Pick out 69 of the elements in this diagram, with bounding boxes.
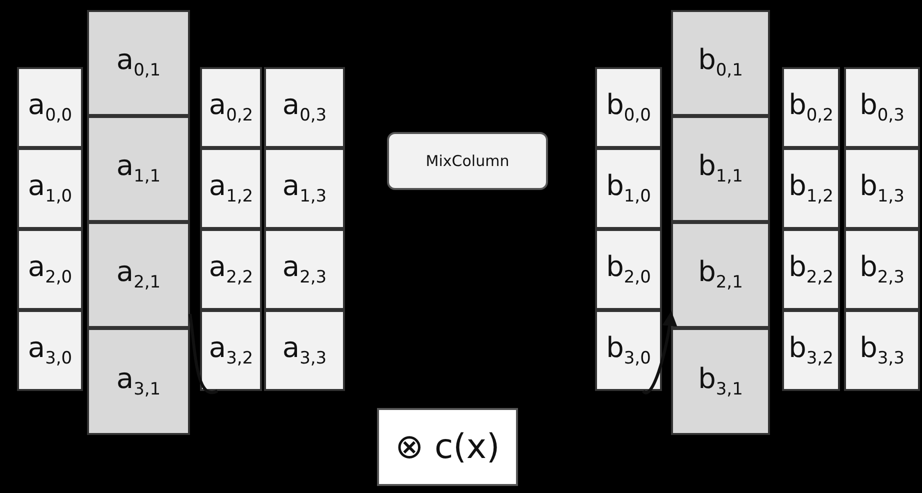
matrix-entry: b$_{1,0}$	[606, 172, 651, 206]
matrix-cell	[264, 229, 345, 310]
matrix-entry: b$_{3,3}$	[860, 334, 904, 368]
operation-label: MixColumn	[426, 152, 510, 170]
matrix-cell	[595, 310, 662, 391]
matrix-cell	[200, 310, 262, 391]
matrix-cell	[844, 148, 920, 229]
matrix-entry: b$_{0,3}$	[860, 90, 904, 124]
matrix-entry: b$_{1,1}$	[698, 152, 743, 186]
matrix-entry: b$_{1,2}$	[788, 172, 834, 206]
matrix-entry: a$_{0,0}$	[28, 90, 72, 124]
matrix-cell	[782, 229, 840, 310]
matrix-cell	[595, 67, 662, 148]
matrix-cell	[17, 310, 83, 391]
matrix-cell	[782, 148, 840, 229]
matrix-cell	[264, 67, 345, 148]
matrix-cell	[671, 116, 770, 222]
matrix-entry: a$_{0,1}$	[116, 46, 161, 80]
matrix-cell	[17, 229, 83, 310]
matrix-cell	[17, 148, 83, 229]
operation-box	[377, 408, 518, 486]
matrix-entry: b$_{2,2}$	[788, 252, 834, 286]
matrix-entry: b$_{0,2}$	[788, 90, 834, 124]
matrix-entry: a$_{3,1}$	[116, 364, 161, 398]
matrix-entry: a$_{3,3}$	[282, 334, 327, 368]
matrix-entry: a$_{0,2}$	[208, 90, 254, 124]
matrix-cell	[782, 67, 840, 148]
matrix-cell	[844, 67, 920, 148]
matrix-entry: b$_{3,1}$	[698, 364, 743, 398]
matrix-cell	[17, 67, 83, 148]
matrix-entry: a$_{0,3}$	[282, 90, 327, 124]
matrix-entry: b$_{0,1}$	[698, 46, 743, 80]
matrix-cell	[87, 116, 190, 222]
operation-label: ⊗ c(x)	[395, 427, 500, 467]
matrix-entry: b$_{3,2}$	[788, 334, 834, 368]
matrix-entry: a$_{2,0}$	[28, 252, 72, 286]
matrix-entry: a$_{2,2}$	[208, 252, 254, 286]
matrix-entry: a$_{3,2}$	[208, 334, 254, 368]
matrix-entry: a$_{1,0}$	[28, 172, 72, 206]
curved-arrow	[642, 311, 677, 394]
matrix-entry: a$_{1,1}$	[116, 152, 161, 186]
matrix-entry: a$_{2,1}$	[116, 258, 161, 292]
matrix-entry: b$_{2,0}$	[606, 252, 651, 286]
matrix-entry: a$_{1,2}$	[208, 172, 254, 206]
matrix-entry: a$_{2,3}$	[282, 252, 327, 286]
matrix-entry: b$_{3,0}$	[606, 334, 651, 368]
operation-box	[387, 132, 548, 190]
matrix-cell	[264, 148, 345, 229]
matrix-cell	[87, 10, 190, 116]
matrix-entry: a$_{1,3}$	[282, 172, 327, 206]
matrix-cell	[200, 229, 262, 310]
matrix-cell	[200, 148, 262, 229]
matrix-cell	[595, 148, 662, 229]
matrix-entry: b$_{2,3}$	[860, 252, 904, 286]
matrix-cell	[87, 222, 190, 328]
matrix-cell	[264, 310, 345, 391]
matrix-entry: b$_{0,0}$	[606, 90, 651, 124]
matrix-entry: b$_{2,1}$	[698, 258, 743, 292]
matrix-cell	[782, 310, 840, 391]
matrix-entry: b$_{1,3}$	[860, 172, 904, 206]
matrix-cell	[595, 229, 662, 310]
matrix-cell	[671, 10, 770, 116]
matrix-cell	[671, 222, 770, 328]
matrix-cell	[671, 328, 770, 435]
matrix-cell	[87, 328, 190, 435]
matrix-cell	[844, 310, 920, 391]
matrix-cell	[200, 67, 262, 148]
matrix-cell	[844, 229, 920, 310]
matrix-entry: a$_{3,0}$	[28, 334, 72, 368]
